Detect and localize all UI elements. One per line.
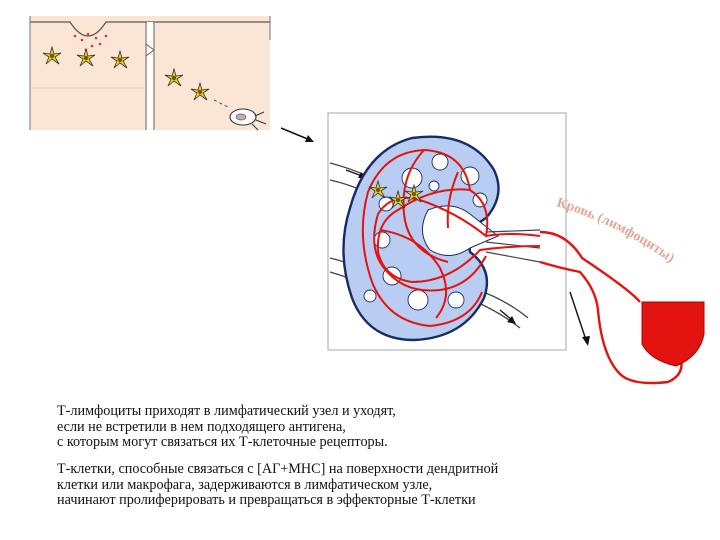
- blood-label: Кровь (лимфоциты): [555, 195, 677, 266]
- lymph-vessel-wall: [145, 22, 155, 130]
- lymph-node-panel: [327, 112, 567, 351]
- vessel-valve-icon: [145, 43, 155, 57]
- caption-paragraph-1: Т-лимфоциты приходят в лимфатический узе…: [57, 403, 396, 450]
- lymph-node-medulla: [422, 205, 499, 256]
- macrophage-icon: [229, 108, 267, 131]
- blood-label-text: Кровь (лимфоциты): [555, 195, 677, 266]
- antigen-dots: [73, 32, 108, 52]
- tissue-panel: [29, 16, 271, 131]
- lymph-vessel-lumen: [147, 22, 153, 130]
- migration-dashes: [213, 99, 231, 109]
- arrow-icon: [280, 127, 314, 142]
- arrow-icon: [499, 309, 516, 324]
- caption-paragraph-2: Т-клетки, способные связаться с [АГ+МНС]…: [57, 461, 499, 508]
- heart-icon: [641, 301, 705, 367]
- arrow-icon: [569, 291, 590, 346]
- skin-surface: [30, 21, 270, 37]
- blood-capillaries: [361, 148, 541, 328]
- blood-circulation-loop: [539, 230, 683, 385]
